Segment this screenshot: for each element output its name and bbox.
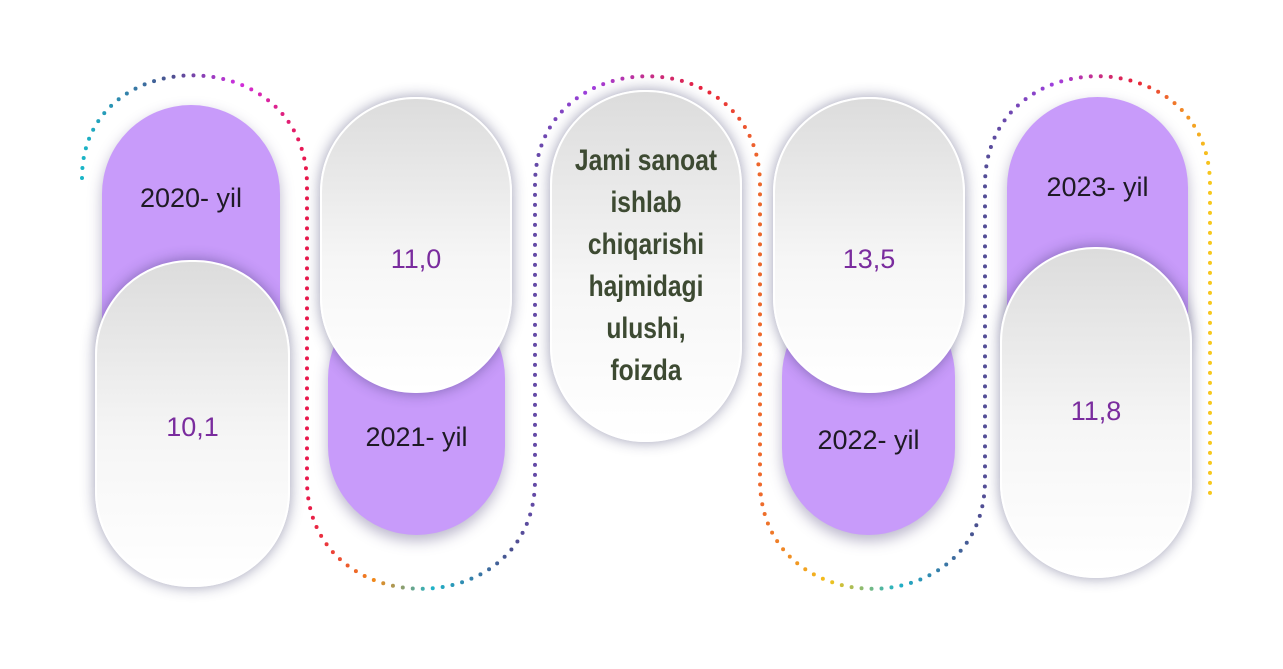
value-label: 13,5 — [842, 244, 896, 274]
value-pill-2023: 11,8 — [1000, 247, 1192, 578]
title-line: hajmidagi ulushi, — [588, 270, 704, 345]
title-line: Jami sanoat — [574, 144, 718, 177]
title-pill: Jami sanoat ishlab chiqarishi hajmidagi … — [550, 90, 742, 442]
title-line: ishlab chiqarishi — [587, 186, 705, 261]
title-text: Jami sanoat ishlab chiqarishi hajmidagi … — [569, 140, 723, 392]
value-pill-2020: 10,1 — [95, 260, 290, 587]
year-label: 2023- yil — [1046, 172, 1149, 202]
value-label: 11,8 — [1070, 396, 1122, 426]
value-pill-2022: 13,5 — [773, 97, 965, 393]
value-pill-2021: 11,0 — [320, 97, 512, 393]
value-label: 11,0 — [390, 244, 442, 274]
year-label: 2022- yil — [817, 425, 920, 455]
year-label: 2021- yil — [365, 422, 468, 452]
value-label: 10,1 — [166, 412, 219, 442]
year-label: 2020- yil — [139, 183, 243, 213]
title-line: foizda — [610, 354, 682, 387]
